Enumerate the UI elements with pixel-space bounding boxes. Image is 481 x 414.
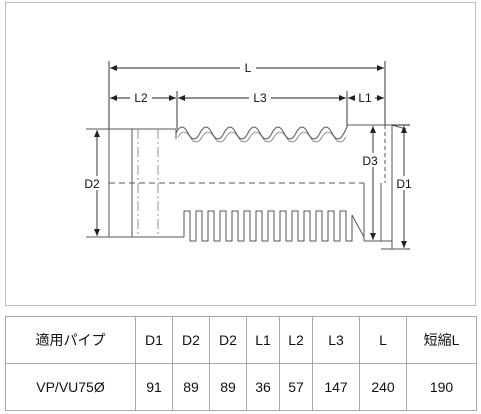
cell-d2: 89	[172, 363, 210, 411]
center-lines	[137, 129, 159, 237]
header-cell-l3: L3	[312, 316, 360, 364]
header-cell-l2: L2	[279, 316, 313, 364]
header-cell-l1: L1	[246, 316, 280, 364]
bellows-top	[175, 126, 348, 140]
drawing-frame: L L2 L3 L1	[5, 2, 476, 306]
cell-l3: 147	[312, 363, 360, 411]
dim-label-D2: D2	[84, 177, 100, 191]
header-cell-l: L	[359, 316, 407, 364]
bellows-bottom	[183, 210, 365, 242]
cell-d1: 91	[135, 363, 173, 411]
header-cell-d1: D1	[135, 316, 173, 364]
cell-l1: 36	[246, 363, 280, 411]
header-cell-applicable-pipe: 適用パイプ	[5, 316, 136, 364]
cell-applicable-pipe: VP/VU75Ø	[5, 363, 136, 411]
cell-l2: 57	[279, 363, 313, 411]
header-cell-shortened-l: 短縮L	[406, 316, 477, 364]
cell-shortened-l: 190	[406, 363, 477, 411]
pipe-outline	[86, 124, 407, 250]
dim-label-L3: L3	[253, 91, 267, 105]
cell-d2-second: 89	[209, 363, 247, 411]
dim-label-D3: D3	[362, 154, 378, 168]
dim-label-L: L	[245, 61, 252, 75]
extension-lines	[108, 61, 386, 131]
header-cell-d2-second: D2	[209, 316, 247, 364]
bellows-pipe-drawing: L L2 L3 L1	[80, 61, 415, 250]
dim-label-L2: L2	[134, 91, 148, 105]
dim-label-L1: L1	[358, 91, 372, 105]
table-header-row: 適用パイプ D1 D2 D2 L1 L2 L3 L 短縮L	[5, 316, 477, 364]
cell-l: 240	[359, 363, 407, 411]
table-row: VP/VU75Ø 91 89 89 36 57 147 240 190	[5, 363, 477, 411]
bellows-top-inner	[177, 131, 347, 143]
spec-table: 適用パイプ D1 D2 D2 L1 L2 L3 L 短縮L VP/VU75Ø 9…	[5, 316, 477, 411]
dim-label-D1: D1	[396, 177, 412, 191]
header-cell-d2: D2	[172, 316, 210, 364]
